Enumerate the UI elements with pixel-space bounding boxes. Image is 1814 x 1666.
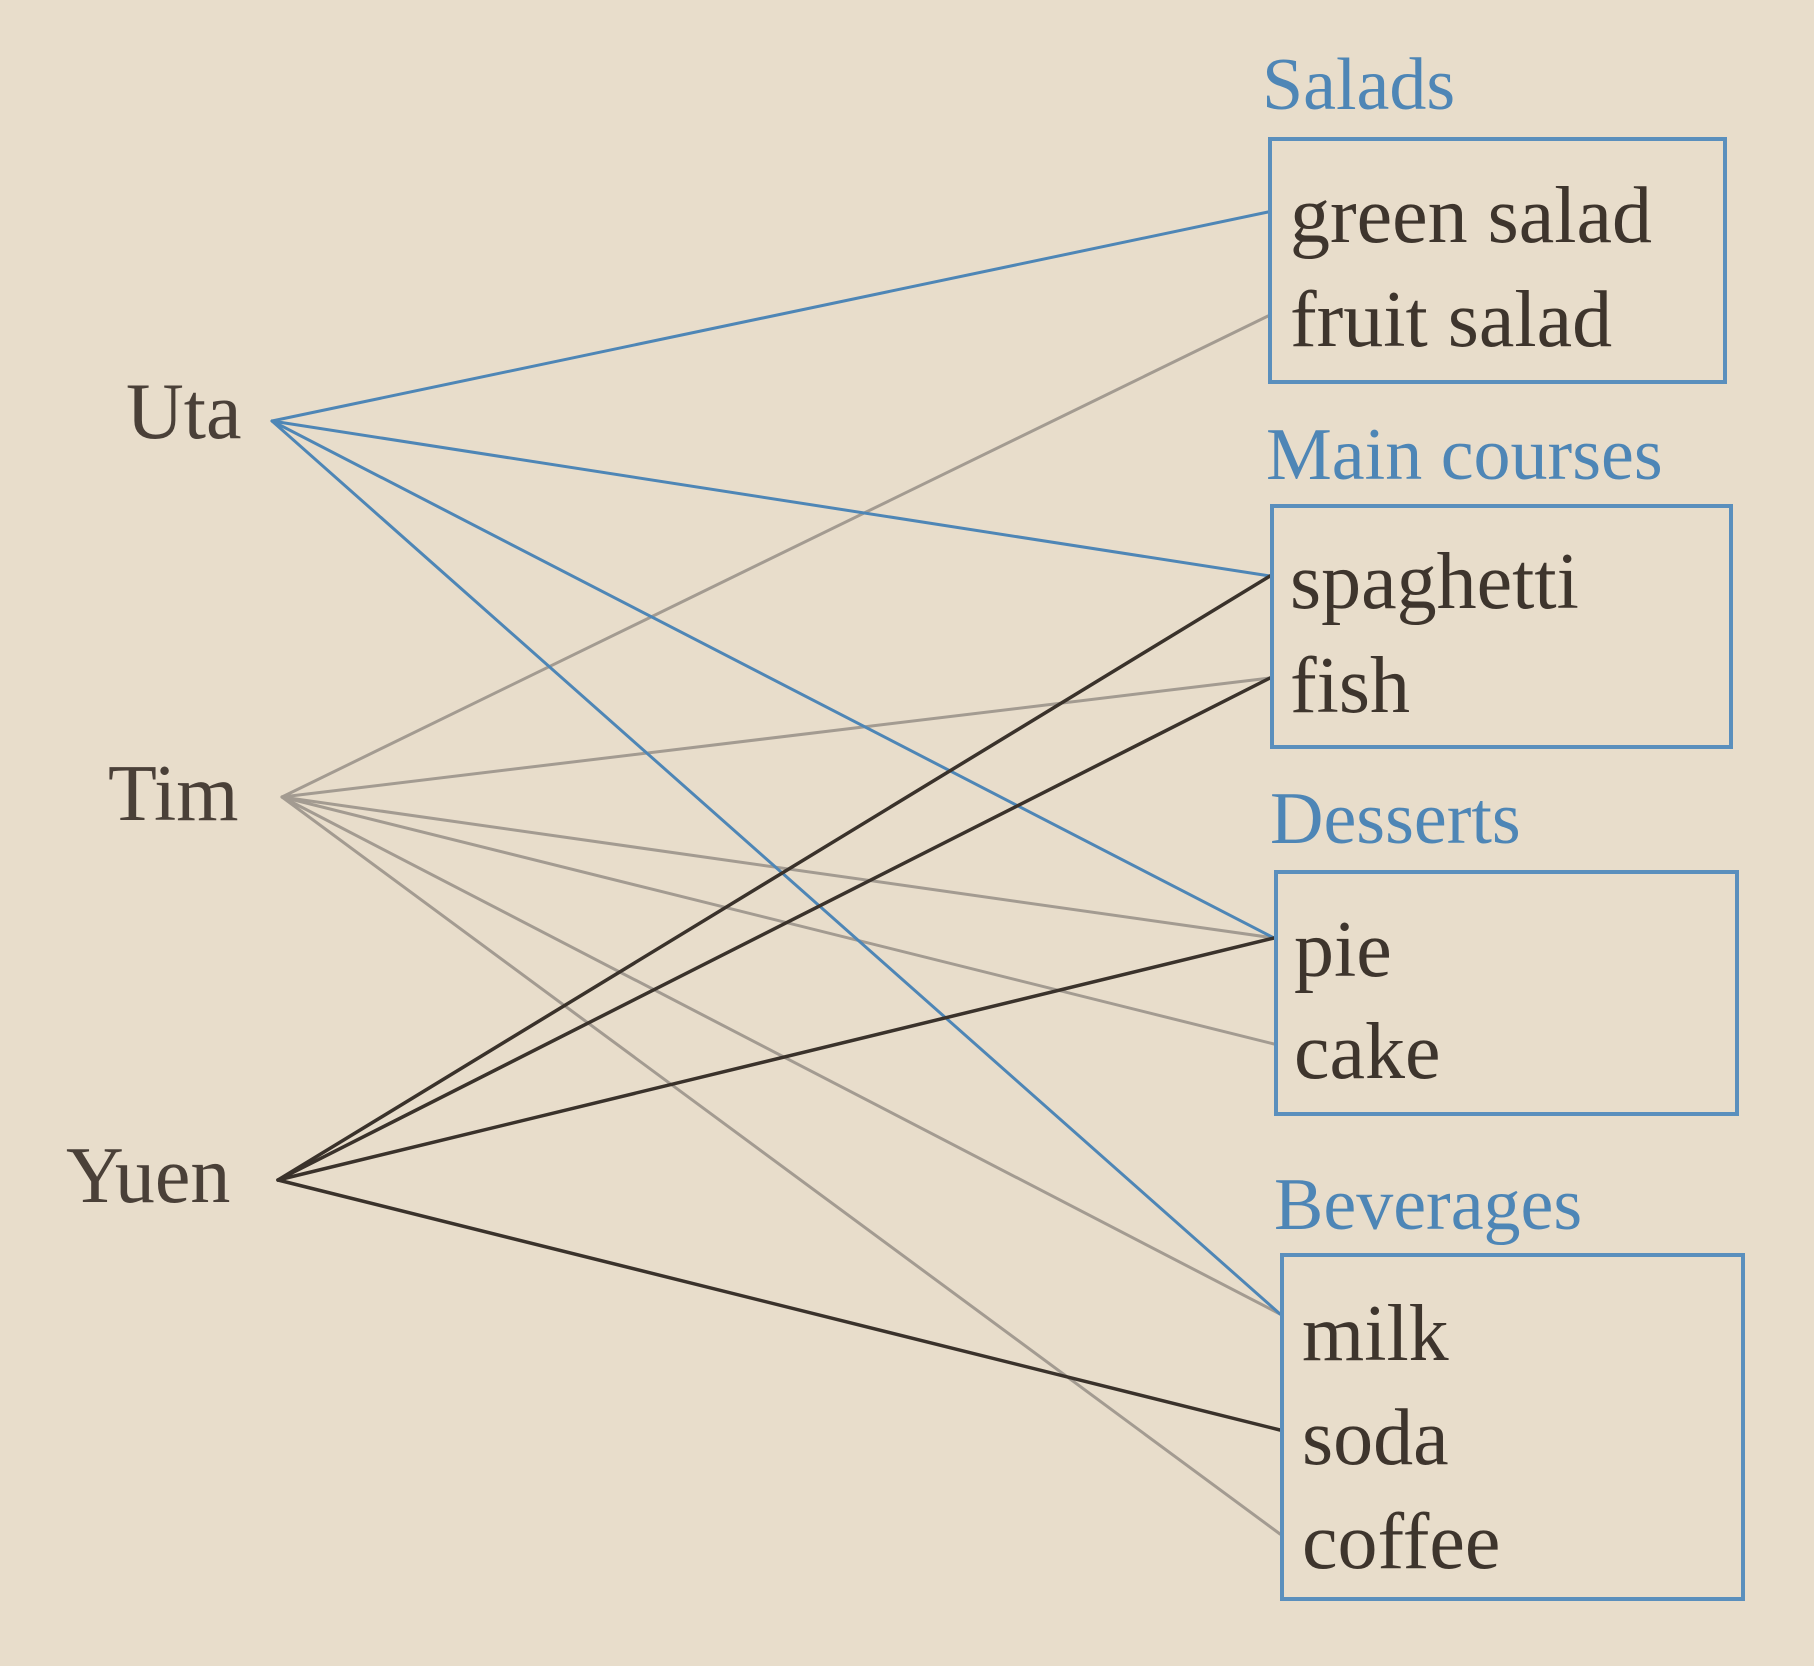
edge-yuen-soda <box>276 1178 1282 1432</box>
edge-yuen-pie <box>276 936 1276 1182</box>
category-title-desserts: Desserts <box>1270 778 1521 860</box>
item-milk: milk <box>1302 1290 1449 1378</box>
edge-uta-spaghetti <box>270 419 1272 578</box>
item-green-salad: green salad <box>1290 172 1653 260</box>
edge-uta-green-salad <box>270 210 1270 423</box>
item-cake: cake <box>1294 1008 1441 1096</box>
edge-uta-pie <box>270 419 1276 940</box>
person-yuen: Yuen <box>66 1132 231 1220</box>
item-fruit-salad: fruit salad <box>1290 276 1613 364</box>
person-tim: Tim <box>108 750 239 838</box>
category-title-main-courses: Main courses <box>1266 414 1663 496</box>
edge-tim-milk <box>280 795 1282 1316</box>
edge-tim-fruit-salad <box>280 314 1270 799</box>
item-soda: soda <box>1302 1394 1449 1482</box>
category-box-beverages <box>1280 1253 1745 1601</box>
person-uta: Uta <box>126 368 242 456</box>
category-title-beverages: Beverages <box>1274 1164 1583 1246</box>
edge-tim-fish <box>280 676 1272 799</box>
category-box-desserts <box>1274 870 1739 1116</box>
item-spaghetti: spaghetti <box>1290 538 1579 626</box>
category-box-salads <box>1268 137 1727 384</box>
edge-yuen-fish <box>276 676 1272 1182</box>
item-pie: pie <box>1294 906 1392 994</box>
item-fish: fish <box>1290 642 1410 730</box>
edge-tim-cake <box>280 795 1276 1046</box>
category-box-main-courses <box>1270 504 1733 749</box>
edge-tim-coffee <box>280 795 1282 1536</box>
item-coffee: coffee <box>1302 1498 1501 1586</box>
edge-uta-milk <box>270 419 1282 1316</box>
edge-yuen-spaghetti <box>276 574 1272 1182</box>
category-title-salads: Salads <box>1262 44 1456 126</box>
